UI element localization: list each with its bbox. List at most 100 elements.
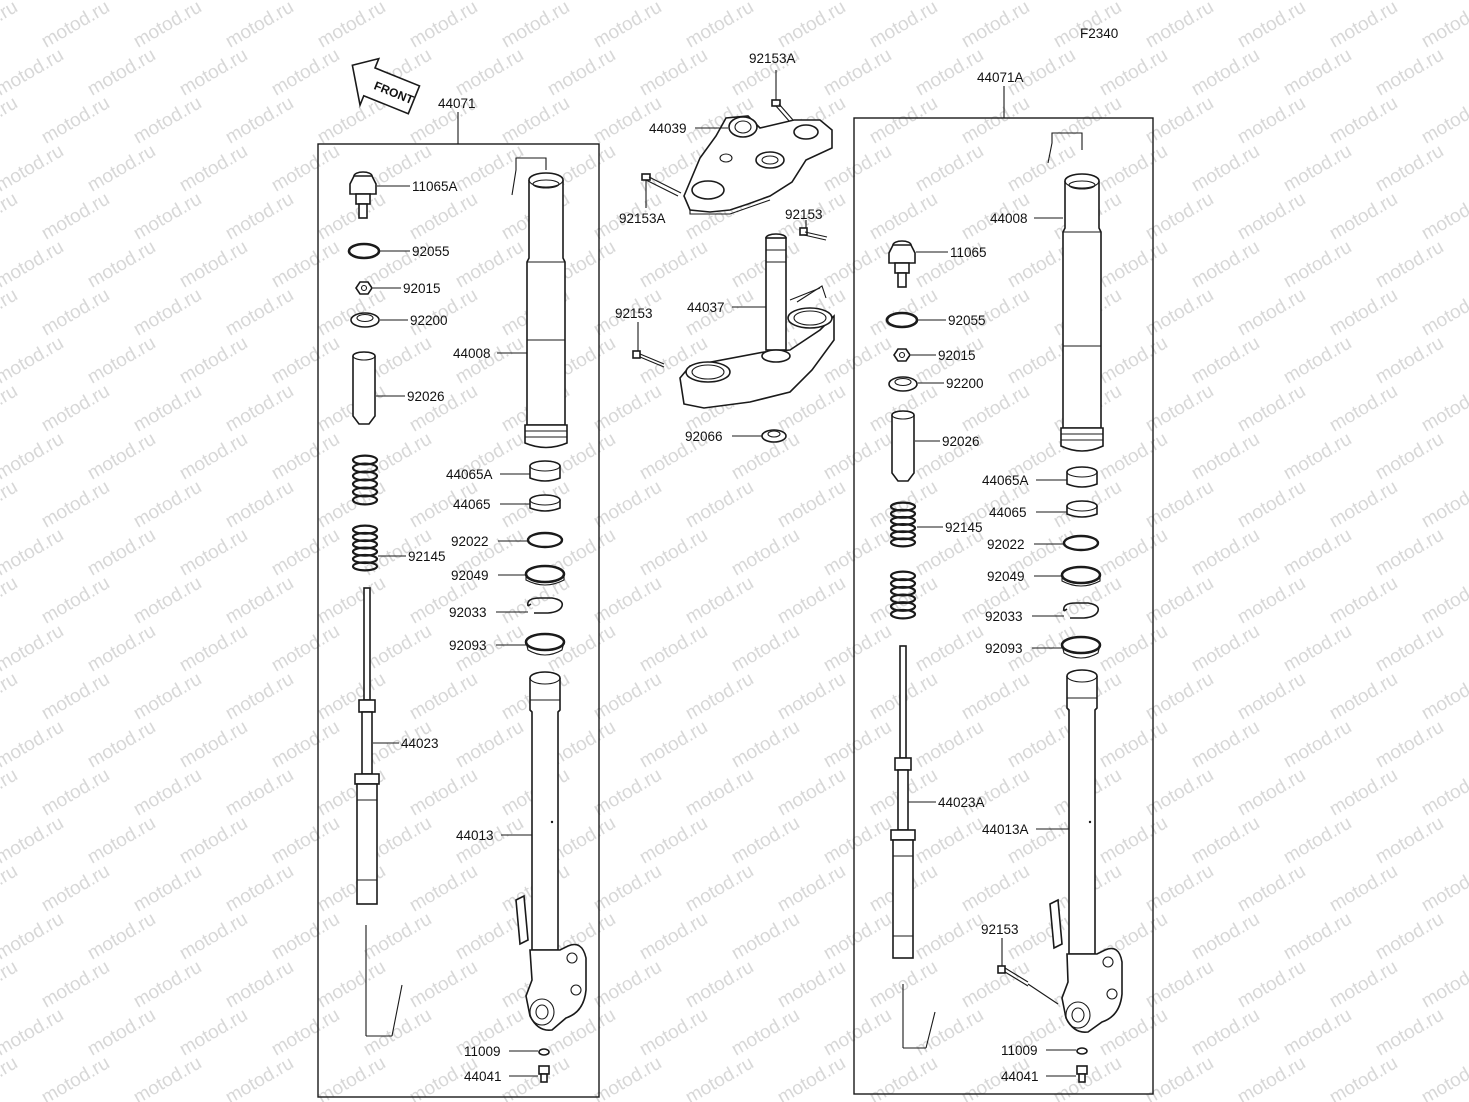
svg-text:motod.ru: motod.ru	[774, 0, 849, 52]
svg-text:motod.ru: motod.ru	[1372, 141, 1447, 197]
svg-text:motod.ru: motod.ru	[0, 813, 67, 869]
svg-text:motod.ru: motod.ru	[176, 909, 251, 965]
part-44013A-inner-tube	[1049, 669, 1123, 1034]
svg-text:motod.ru: motod.ru	[84, 429, 159, 485]
label-44065A-right: 44065A	[982, 473, 1029, 488]
svg-text:motod.ru: motod.ru	[1096, 813, 1171, 869]
svg-text:motod.ru: motod.ru	[1418, 0, 1469, 52]
svg-text:motod.ru: motod.ru	[268, 717, 343, 773]
svg-text:motod.ru: motod.ru	[176, 45, 251, 101]
svg-text:motod.ru: motod.ru	[130, 1053, 205, 1102]
svg-text:motod.ru: motod.ru	[1418, 93, 1469, 149]
svg-text:motod.ru: motod.ru	[1188, 621, 1263, 677]
label-92049-right: 92049	[987, 569, 1025, 584]
svg-text:motod.ru: motod.ru	[222, 861, 297, 917]
svg-text:motod.ru: motod.ru	[130, 381, 205, 437]
svg-text:motod.ru: motod.ru	[1418, 381, 1469, 437]
svg-text:motod.ru: motod.ru	[1326, 93, 1401, 149]
part-92153A-bolt-top	[771, 99, 794, 123]
label-44008-right: 44008	[990, 211, 1028, 226]
svg-text:motod.ru: motod.ru	[0, 477, 21, 533]
svg-text:motod.ru: motod.ru	[130, 669, 205, 725]
svg-text:motod.ru: motod.ru	[912, 621, 987, 677]
svg-text:motod.ru: motod.ru	[682, 957, 757, 1013]
svg-text:motod.ru: motod.ru	[0, 141, 67, 197]
svg-text:motod.ru: motod.ru	[1372, 717, 1447, 773]
svg-text:motod.ru: motod.ru	[1234, 669, 1309, 725]
svg-text:motod.ru: motod.ru	[0, 189, 21, 245]
part-44008-outer-tube-right	[1047, 132, 1104, 452]
label-92200-right: 92200	[946, 376, 984, 391]
svg-text:motod.ru: motod.ru	[314, 669, 389, 725]
svg-text:motod.ru: motod.ru	[1418, 189, 1469, 245]
part-44008-outer-tube	[511, 157, 568, 449]
svg-text:motod.ru: motod.ru	[314, 765, 389, 821]
svg-text:motod.ru: motod.ru	[728, 909, 803, 965]
svg-text:motod.ru: motod.ru	[222, 381, 297, 437]
svg-text:motod.ru: motod.ru	[0, 381, 21, 437]
svg-text:motod.ru: motod.ru	[0, 1053, 21, 1102]
label-92153-lower: 92153	[615, 306, 653, 321]
label-44065-right: 44065	[989, 505, 1027, 520]
svg-text:motod.ru: motod.ru	[0, 861, 21, 917]
svg-text:motod.ru: motod.ru	[0, 93, 21, 149]
svg-text:motod.ru: motod.ru	[130, 0, 205, 52]
svg-text:motod.ru: motod.ru	[38, 1053, 113, 1102]
svg-text:motod.ru: motod.ru	[1234, 1053, 1309, 1102]
svg-text:motod.ru: motod.ru	[1096, 141, 1171, 197]
svg-text:motod.ru: motod.ru	[38, 669, 113, 725]
svg-text:motod.ru: motod.ru	[1418, 477, 1469, 533]
part-11009-gasket-right	[1076, 1047, 1088, 1055]
part-92026-collar-right	[891, 410, 915, 482]
label-92145-right: 92145	[945, 520, 983, 535]
part-44039-upper-clamp	[683, 115, 833, 215]
svg-text:motod.ru: motod.ru	[1418, 861, 1469, 917]
svg-text:motod.ru: motod.ru	[912, 717, 987, 773]
label-92153A-top: 92153A	[749, 51, 796, 66]
svg-text:motod.ru: motod.ru	[1188, 429, 1263, 485]
svg-text:motod.ru: motod.ru	[1234, 957, 1309, 1013]
svg-text:motod.ru: motod.ru	[314, 957, 389, 1013]
svg-text:motod.ru: motod.ru	[728, 621, 803, 677]
svg-text:motod.ru: motod.ru	[38, 381, 113, 437]
svg-text:motod.ru: motod.ru	[1418, 285, 1469, 341]
svg-text:motod.ru: motod.ru	[84, 141, 159, 197]
label-92015-right: 92015	[938, 348, 976, 363]
break-line-right	[902, 984, 936, 1049]
svg-text:motod.ru: motod.ru	[268, 237, 343, 293]
svg-text:motod.ru: motod.ru	[774, 765, 849, 821]
svg-text:motod.ru: motod.ru	[360, 621, 435, 677]
svg-text:motod.ru: motod.ru	[1188, 45, 1263, 101]
svg-text:motod.ru: motod.ru	[774, 1053, 849, 1102]
label-44013: 44013	[456, 828, 494, 843]
svg-text:motod.ru: motod.ru	[544, 45, 619, 101]
part-44065A-bushing	[529, 460, 561, 482]
svg-text:motod.ru: motod.ru	[1096, 237, 1171, 293]
svg-text:motod.ru: motod.ru	[820, 909, 895, 965]
svg-text:motod.ru: motod.ru	[0, 717, 67, 773]
svg-text:motod.ru: motod.ru	[314, 1053, 389, 1102]
svg-text:motod.ru: motod.ru	[636, 621, 711, 677]
svg-text:motod.ru: motod.ru	[38, 765, 113, 821]
svg-text:motod.ru: motod.ru	[1280, 141, 1355, 197]
svg-text:motod.ru: motod.ru	[222, 1053, 297, 1102]
svg-text:motod.ru: motod.ru	[1280, 621, 1355, 677]
svg-text:motod.ru: motod.ru	[1280, 909, 1355, 965]
part-92026-collar	[352, 351, 376, 425]
svg-text:motod.ru: motod.ru	[958, 957, 1033, 1013]
label-92153A-mid: 92153A	[619, 211, 666, 226]
svg-text:motod.ru: motod.ru	[314, 477, 389, 533]
svg-text:motod.ru: motod.ru	[1372, 429, 1447, 485]
part-92145-spring-right	[889, 501, 917, 620]
svg-text:motod.ru: motod.ru	[406, 957, 481, 1013]
svg-text:motod.ru: motod.ru	[820, 525, 895, 581]
svg-text:motod.ru: motod.ru	[1234, 381, 1309, 437]
svg-text:motod.ru: motod.ru	[268, 141, 343, 197]
part-11009-gasket	[538, 1048, 550, 1056]
label-44065A-left: 44065A	[446, 467, 493, 482]
svg-text:motod.ru: motod.ru	[0, 429, 67, 485]
svg-text:motod.ru: motod.ru	[268, 333, 343, 389]
label-92055-left: 92055	[412, 244, 450, 259]
label-92200-left: 92200	[410, 313, 448, 328]
svg-text:motod.ru: motod.ru	[130, 573, 205, 629]
